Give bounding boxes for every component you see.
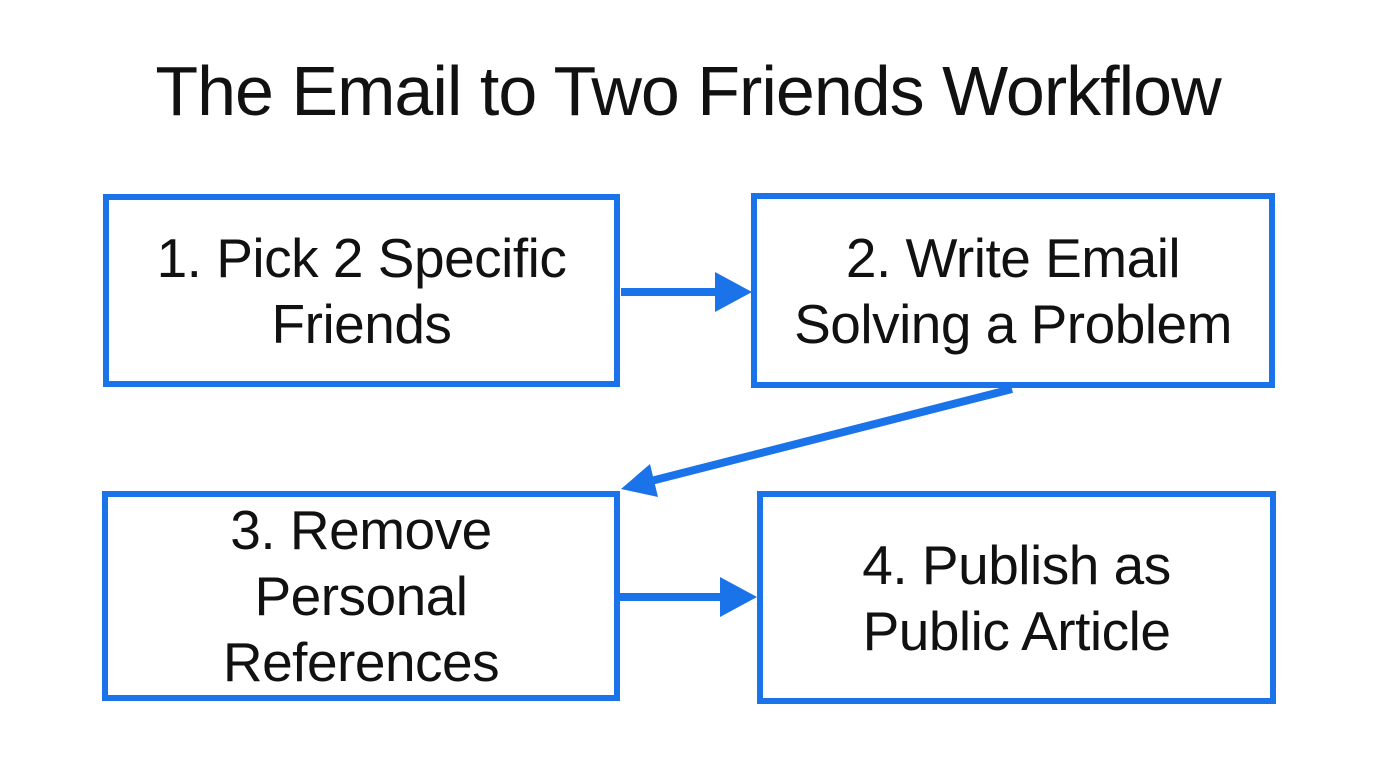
- arrow-step1-to-step2-icon: [621, 272, 752, 312]
- arrow-step3-to-step4-icon: [620, 577, 757, 617]
- step-box-1: 1. Pick 2 Specific Friends: [103, 194, 620, 387]
- step-1-label: 1. Pick 2 Specific Friends: [156, 226, 567, 355]
- step-box-3: 3. Remove Personal References: [102, 491, 620, 701]
- step-3-label: 3. Remove Personal References: [222, 499, 500, 693]
- step-box-4: 4. Publish as Public Article: [757, 491, 1276, 704]
- arrow-step2-to-step3-icon: [621, 385, 1013, 497]
- step-box-2: 2. Write Email Solving a Problem: [751, 193, 1275, 388]
- step-2-label: 2. Write Email Solving a Problem: [794, 226, 1232, 355]
- page-title: The Email to Two Friends Workflow: [155, 52, 1221, 130]
- step-4-label: 4. Publish as Public Article: [862, 533, 1171, 662]
